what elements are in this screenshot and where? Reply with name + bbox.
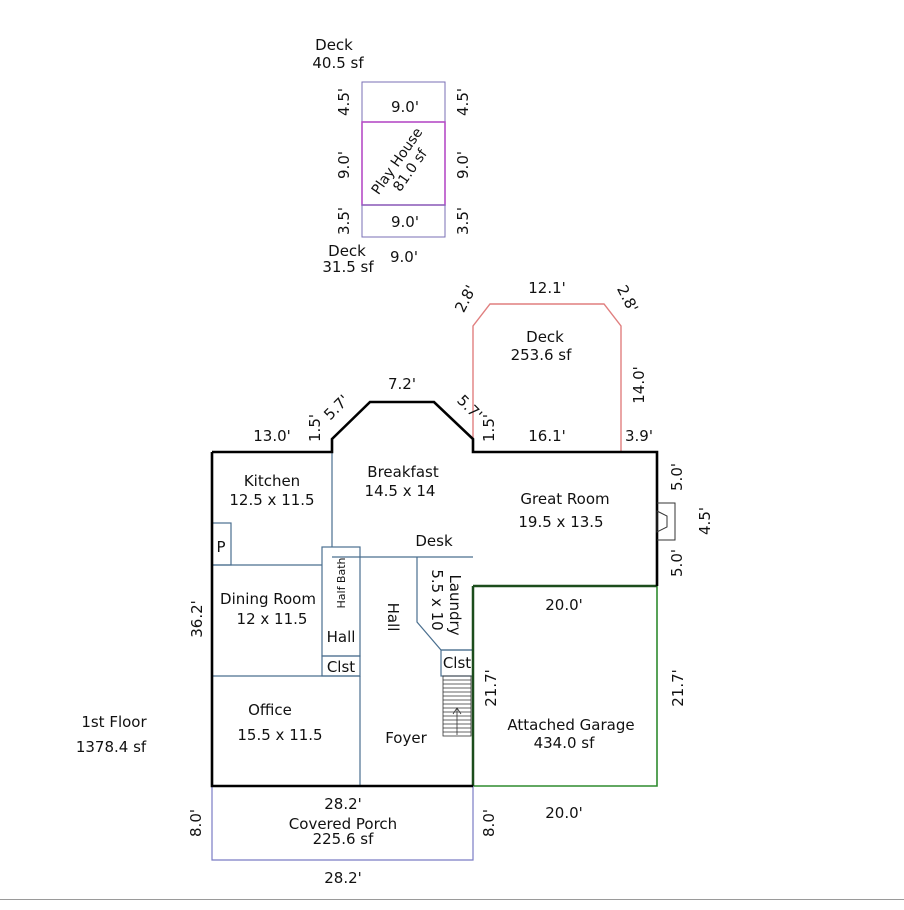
playhouse-deck-bottom — [361, 204, 446, 238]
foyer-label: Foyer — [385, 729, 427, 747]
floor-name: 1st Floor — [81, 713, 147, 731]
rear-deck-bottom-dim: 16.1' — [528, 427, 566, 445]
rear-deck-group: 12.1' 2.8' 2.8' Deck 253.6 sf 14.0' 16.1… — [451, 279, 653, 452]
great-room-name: Great Room — [520, 490, 609, 508]
playhouse-bottom-width: 9.0' — [390, 248, 418, 266]
room-labels: Kitchen 12.5 x 11.5 P Breakfast 14.5 x 1… — [216, 463, 609, 747]
playhouse-mid-left-dim: 9.0' — [335, 151, 353, 179]
house-outline — [210, 400, 659, 788]
garage-right-dim: 21.7' — [669, 669, 687, 707]
rear-deck-left-diag-dim: 2.8' — [451, 282, 480, 315]
fireplace-width-dim: 4.5' — [696, 507, 714, 535]
interior-walls — [211, 452, 474, 786]
bay-top-dim: 7.2' — [388, 375, 416, 393]
porch-outline — [211, 786, 474, 861]
playhouse-top-width: 9.0' — [391, 98, 419, 116]
rear-deck-right-diag-dim: 2.8' — [613, 282, 642, 315]
hall-small-label: Hall — [327, 628, 356, 646]
laundry-size: 5.5 x 10 — [428, 569, 446, 630]
porch-group: 28.2' Covered Porch 225.6 sf 8.0' 8.0' 2… — [187, 786, 498, 887]
dining-size: 12 x 11.5 — [237, 610, 308, 628]
kitchen-name: Kitchen — [244, 472, 300, 490]
playhouse-group: Deck 40.5 sf 9.0' 4.5' 4.5' 9.0' 9.0' Pl… — [312, 36, 472, 276]
garage-top-dim: 20.0' — [545, 596, 583, 614]
half-bath-label: Half Bath — [335, 557, 348, 608]
rear-deck-top-dim: 12.1' — [528, 279, 566, 297]
playhouse-deck-top-area: 40.5 sf — [312, 54, 364, 72]
page-bottom-divider — [0, 899, 904, 900]
porch-left-dim: 8.0' — [187, 809, 205, 837]
rear-deck-name: Deck — [526, 328, 564, 346]
dining-name: Dining Room — [220, 590, 316, 608]
playhouse-deck-bottom-label: Deck — [328, 242, 366, 260]
kitchen-size: 12.5 x 11.5 — [229, 491, 314, 509]
laundry-name: Laundry — [446, 574, 464, 635]
porch-area: 225.6 sf — [313, 830, 375, 848]
rear-deck-right-dim: 14.0' — [630, 366, 648, 404]
bay-right-short-dim: 1.5' — [480, 414, 498, 442]
fireplace-upper-dim: 5.0' — [668, 463, 686, 491]
stairs — [442, 675, 472, 737]
porch-name: Covered Porch — [289, 815, 397, 833]
hall-vertical-label: Hall — [384, 603, 402, 632]
garage-left-dim: 21.7' — [482, 669, 500, 707]
closet-right-label: Clst — [443, 654, 471, 672]
garage-group: 20.0' 21.7' 21.7' Attached Garage 434.0 … — [471, 584, 687, 822]
breakfast-name: Breakfast — [367, 463, 439, 481]
playhouse-deck-top-label: Deck — [315, 36, 353, 54]
porch-bottom-dim: 28.2' — [324, 869, 362, 887]
bay-left-short-dim: 1.5' — [306, 414, 324, 442]
breakfast-size: 14.5 x 14 — [365, 482, 436, 500]
desk-label: Desk — [415, 532, 453, 550]
rear-deck-bottom-right-dim: 3.9' — [625, 427, 653, 445]
closet-left-label: Clst — [327, 658, 355, 676]
office-name: Office — [248, 701, 292, 719]
porch-right-dim: 8.0' — [480, 809, 498, 837]
floor-area: 1378.4 sf — [76, 738, 147, 756]
pantry-label: P — [216, 538, 225, 556]
house-left-top-dim: 13.0' — [253, 427, 291, 445]
garage-outline — [473, 585, 658, 787]
rear-deck-area: 253.6 sf — [511, 346, 573, 364]
playhouse-mid-right-dim: 9.0' — [454, 151, 472, 179]
fireplace — [656, 502, 676, 541]
great-room-size: 19.5 x 13.5 — [518, 513, 603, 531]
bay-left-diag-dim: 5.7' — [320, 391, 353, 424]
playhouse-deck-bottom-area: 31.5 sf — [322, 258, 374, 276]
floor-summary: 1st Floor 1378.4 sf — [76, 713, 148, 756]
playhouse-top-left-dim: 4.5' — [335, 88, 353, 116]
playhouse-bottom-left-dim: 3.5' — [335, 207, 353, 235]
rear-deck-outline — [472, 303, 622, 452]
playhouse-bottom-inner-width: 9.0' — [391, 213, 419, 231]
garage-area: 434.0 sf — [534, 734, 596, 752]
playhouse-bottom-right-dim: 3.5' — [454, 207, 472, 235]
fireplace-lower-dim: 5.0' — [668, 549, 686, 577]
garage-bottom-dim: 20.0' — [545, 804, 583, 822]
office-size: 15.5 x 11.5 — [237, 726, 322, 744]
closet-left-box — [321, 655, 361, 677]
house-left-side-dim: 36.2' — [188, 600, 206, 638]
porch-top-dim: 28.2' — [324, 795, 362, 813]
playhouse-top-right-dim: 4.5' — [454, 88, 472, 116]
playhouse-label-group: Play House 81.0 sf — [369, 125, 432, 198]
garage-name: Attached Garage — [507, 716, 634, 734]
